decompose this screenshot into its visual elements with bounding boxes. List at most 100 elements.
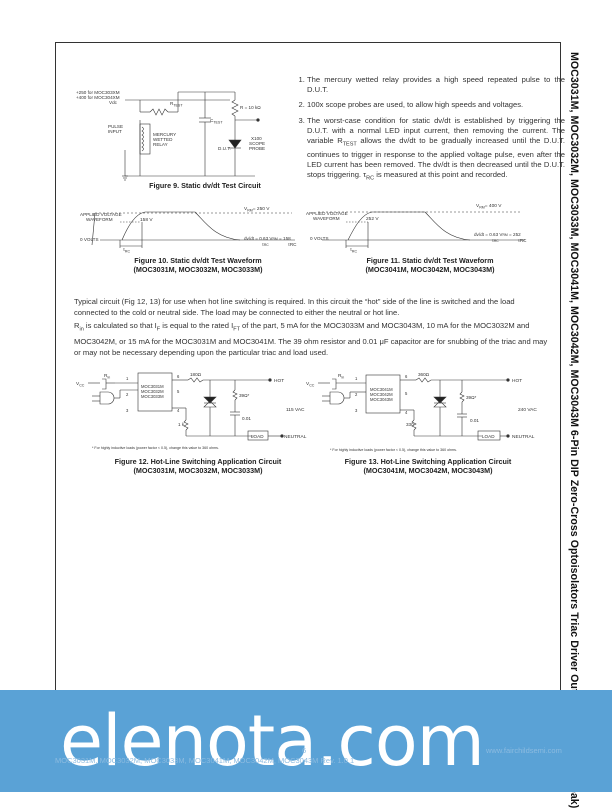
note-1: The mercury wetted relay provides a high…	[307, 75, 565, 95]
fig12-pin-1: 1	[126, 376, 129, 381]
notes-list: The mercury wetted relay provides a high…	[297, 75, 565, 189]
fig10-formula-den2: τRC	[288, 242, 297, 247]
fig13-hot: HOT	[512, 378, 522, 384]
fig12-footnote: * For highly inductive loads (power fact…	[92, 446, 219, 450]
fig9-label-mercury: MERCURY	[153, 132, 176, 137]
fig11-level: 252 V	[366, 216, 379, 222]
fig13-footnote: * For highly inductive loads (power fact…	[330, 448, 457, 452]
footer-right[interactable]: www.fairchildsemi.com	[486, 746, 562, 755]
note-3: The worst-case condition for static dv/d…	[307, 116, 565, 184]
figure-12-caption-line2: (MOC3031M, MOC3032M, MOC3033M)	[133, 466, 263, 475]
fig13-pin-3: 3	[355, 408, 358, 413]
fig10-level: 158 V	[140, 217, 153, 223]
fig12-pin-2: 2	[126, 392, 129, 397]
figure-11-caption: Figure 11. Static dv/dt Test Waveform (M…	[350, 256, 510, 274]
fig13-pin-5: 5	[405, 391, 408, 396]
figure-13-caption-line2: (MOC3041M, MOC3042M, MOC3043M)	[363, 466, 493, 475]
fig13-pin-1: 1	[355, 376, 358, 381]
fig12-rin: Rin	[104, 373, 110, 380]
fig12-r1k: 1 k	[178, 422, 185, 427]
fig12-pin-6: 6	[177, 374, 180, 379]
fig13-pin-4: 4	[405, 410, 408, 415]
footer-left: MOC3031M, MOC3032M, MOC3033M, MOC3041M, …	[55, 756, 355, 765]
fig13-vcc: VCC	[306, 381, 315, 388]
fig9-label-wetted: WETTED	[153, 137, 173, 142]
page-frame	[55, 42, 561, 763]
paragraph-rin: Rin is calculated so that IF is equal to…	[74, 321, 548, 357]
fig12-ic-1: MOC3031M	[141, 384, 164, 389]
fig13-ic-1: MOC3041M	[370, 387, 393, 392]
fig9-label-input: INPUT	[108, 129, 122, 134]
figure-10-11-waveforms: VRM= 250 V APPLIED VOLTAGE WAVEFORM 158 …	[80, 203, 527, 254]
fig13-rin: Rin	[338, 373, 344, 380]
figure-10-caption-line1: Figure 10. Static dv/dt Test Waveform	[134, 256, 262, 265]
paragraph-hot-line: Typical circuit (Fig 12, 13) for use whe…	[74, 297, 515, 317]
fig9-label-relay: RELAY	[153, 142, 168, 147]
figure-13-caption: Figure 13. Hot-Line Switching Applicatio…	[338, 457, 518, 475]
fig10-applied-2: WAVEFORM	[86, 217, 113, 222]
fig12-neutral: NEUTRAL	[284, 434, 307, 440]
fig11-vrm: VRM= 400 V	[476, 203, 502, 210]
fig11-applied-1: APPLIED VOLTAGE	[306, 211, 348, 216]
fig9-label-probe: PROBE	[249, 146, 265, 151]
fig12-load: LOAD	[251, 434, 264, 439]
fig13-pin-6: 6	[405, 374, 408, 379]
fig12-c: 0.01	[242, 416, 251, 421]
fig10-vrm: VRM= 250 V	[244, 206, 270, 213]
fig12-vcc: VCC	[76, 381, 85, 388]
fig9-label-dut: D.U.T.	[218, 146, 231, 151]
fig12-ic-3: MOC3033M	[141, 394, 164, 399]
fig12-vac: 115 VAC	[286, 407, 305, 413]
fig9-label-ctest: CTEST	[210, 118, 223, 125]
fig11-formula: dv/dt = 0.63 VRM = 252	[474, 232, 521, 237]
figure-12-caption: Figure 12. Hot-Line Switching Applicatio…	[108, 457, 288, 475]
page-number: 6	[302, 746, 307, 755]
fig9-label-r10k: R = 10 kΩ	[240, 105, 261, 110]
fig11-tau: τRC	[350, 248, 358, 254]
fig11-formula-den: τRC	[492, 238, 499, 243]
fig11-zero: 0 VOLTS	[310, 236, 329, 241]
fig9-label-x100: X100	[251, 136, 262, 141]
fig12-pin-3: 3	[126, 408, 129, 413]
figure-10-caption: Figure 10. Static dv/dt Test Waveform (M…	[118, 256, 278, 274]
figure-9-caption: Figure 9. Static dv/dt Test Circuit	[149, 181, 261, 190]
fig13-r360: 360Ω	[418, 372, 430, 377]
figure-11-caption-line2: (MOC3041M, MOC3042M, MOC3043M)	[365, 265, 495, 274]
fig11-applied-2: WAVEFORM	[313, 216, 340, 221]
fig10-formula: dv/dt = 0.63 VRM = 158	[244, 236, 291, 241]
fig9-label-250: +250 for MOC303XM	[76, 90, 120, 95]
fig12-ic-2: MOC3032M	[141, 389, 164, 394]
fig13-neutral: NEUTRAL	[512, 434, 535, 440]
fig9-label-400: +400 for MOC304XM	[76, 95, 120, 100]
fig12-r39: 39Ω*	[239, 393, 250, 398]
watermark-logo: elenota.com	[60, 700, 485, 782]
fig9-label-vdc: Vdc	[109, 100, 118, 105]
fig13-vac: 240 VAC	[518, 407, 537, 413]
fig9-label-scope: SCOPE	[249, 141, 265, 146]
fig9-label-pulse: PULSE	[108, 124, 123, 129]
fig10-zero: 0 VOLTS	[80, 237, 99, 242]
fig10-formula-den: τRC	[262, 242, 269, 247]
fig11-formula-den2: τRC	[518, 238, 527, 243]
fig12-pin-5: 5	[177, 389, 180, 394]
figure-10-caption-line2: (MOC3031M, MOC3032M, MOC3033M)	[133, 265, 263, 274]
fig13-c: 0.01	[470, 418, 479, 423]
fig12-hot: HOT	[274, 378, 284, 384]
fig12-pin-4: 4	[177, 408, 180, 413]
fig13-ic-2: MOC3042M	[370, 392, 393, 397]
figure-9-circuit: +250 for MOC303XM +400 for MOC304XM Vdc …	[76, 90, 265, 181]
fig13-pin-2: 2	[355, 392, 358, 397]
figure-11-caption-line1: Figure 11. Static dv/dt Test Waveform	[366, 256, 494, 265]
fig13-ic-3: MOC3043M	[370, 397, 393, 402]
fig10-tau: τRC	[123, 248, 131, 254]
fig13-r39: 39Ω*	[466, 395, 477, 400]
fig10-applied-1: APPLIED VOLTAGE	[80, 212, 122, 217]
fig12-r180: 180Ω	[190, 372, 202, 377]
fig13-r330: 330	[406, 422, 414, 427]
fig13-load: LOAD	[482, 434, 495, 439]
figure-13-caption-line1: Figure 13. Hot-Line Switching Applicatio…	[344, 457, 512, 466]
fig9-label-rtest: RTEST	[170, 101, 183, 108]
note-2: 100x scope probes are used, to allow hig…	[307, 100, 565, 110]
watermark-banner	[0, 690, 612, 792]
figure-12-13-circuits: VCC Rin MOC3031M MOC3032M MOC3033M 1 2 3…	[76, 372, 537, 452]
